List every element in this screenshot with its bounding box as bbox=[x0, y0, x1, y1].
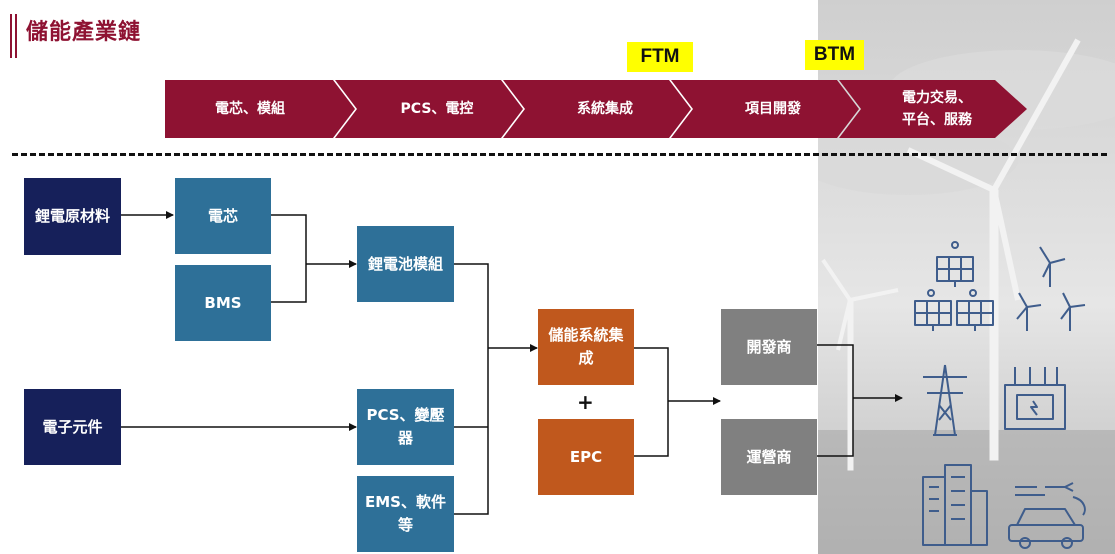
chain-step-shape bbox=[165, 80, 355, 138]
battery-cell-box: 電芯 bbox=[175, 178, 271, 254]
wind-turbines-icon bbox=[1016, 246, 1086, 331]
page-title: 儲能產業鏈 bbox=[26, 20, 142, 45]
battery-module-box: 鋰電池模組 bbox=[357, 226, 454, 302]
title-accent-bar bbox=[15, 14, 17, 58]
ems-software-box: EMS、軟件等 bbox=[357, 476, 454, 552]
ftm-tag: FTM bbox=[627, 42, 693, 72]
title-accent-bar bbox=[10, 14, 12, 58]
developer-box: 開發商 bbox=[721, 309, 817, 385]
transformer-icon bbox=[1004, 367, 1066, 430]
chain-step-shape bbox=[671, 80, 859, 138]
chain-step-cells-modules: 電芯、模組 bbox=[215, 101, 285, 117]
plus-sign: + bbox=[577, 390, 594, 414]
chain-step-trading-services: 電力交易、 平台、服務 bbox=[902, 90, 972, 128]
electric-vehicle-icon bbox=[1008, 482, 1086, 549]
electronic-components-box: 電子元件 bbox=[24, 389, 121, 465]
bms-box: BMS bbox=[175, 265, 271, 341]
operator-box: 運營商 bbox=[721, 419, 817, 495]
value-chain-arrow bbox=[165, 80, 1027, 138]
buildings-icon bbox=[922, 464, 988, 546]
chain-step-pcs-control: PCS、電控 bbox=[400, 101, 474, 117]
end-user-icons bbox=[914, 241, 1086, 549]
chain-step-shape bbox=[335, 80, 523, 138]
solar-panels-icon bbox=[914, 241, 994, 331]
lithium-raw-materials-box: 鋰電原材料 bbox=[24, 178, 121, 255]
transmission-tower-icon bbox=[923, 364, 967, 436]
epc-box: EPC bbox=[538, 419, 634, 495]
pcs-transformer-box: PCS、變壓器 bbox=[357, 389, 454, 465]
btm-tag: BTM bbox=[805, 40, 864, 70]
divider-dashed bbox=[12, 153, 1107, 156]
chain-step-shape bbox=[503, 80, 691, 138]
chain-step-project-development: 項目開發 bbox=[745, 101, 801, 117]
storage-system-integration-box: 儲能系統集成 bbox=[538, 309, 634, 385]
chain-step-shape bbox=[839, 80, 1027, 138]
chain-step-system-integration: 系統集成 bbox=[577, 101, 633, 117]
